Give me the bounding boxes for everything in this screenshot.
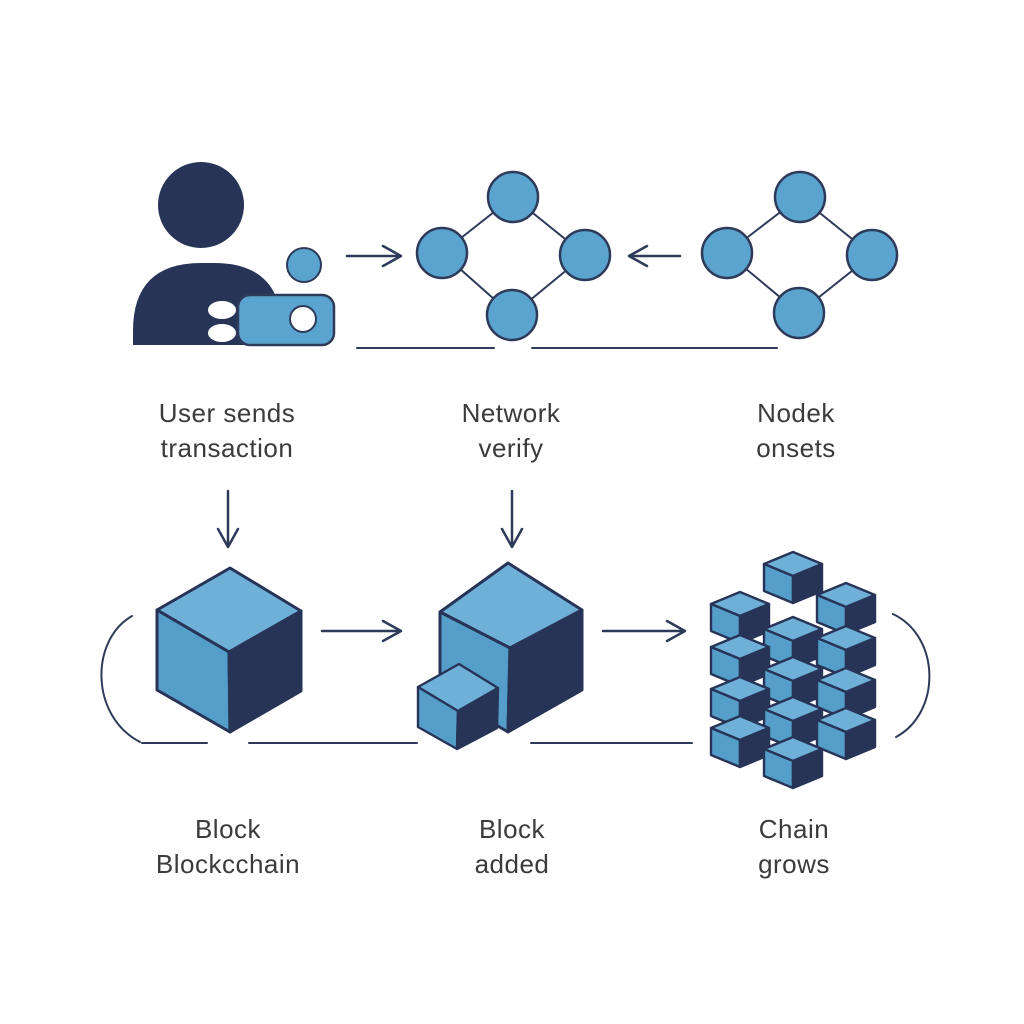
- cube-right-face: [227, 609, 303, 734]
- label-chain-grows: Chain grows: [624, 812, 964, 882]
- left-arc-decoration: [100, 615, 141, 743]
- network-edges: [441, 196, 586, 316]
- right-arc-decoration: [892, 613, 931, 738]
- arrow-down-to-block-icon: [216, 489, 240, 549]
- arrow-block-to-added-icon: [320, 619, 403, 643]
- label-line: verify: [478, 433, 544, 463]
- label-line: Block: [194, 814, 262, 844]
- small-added-cube-icon: [416, 662, 500, 751]
- button-dot-icon: [208, 301, 236, 319]
- transaction-card-icon: [236, 293, 336, 347]
- button-dot-icon: [208, 324, 236, 342]
- network-node: [773, 170, 827, 224]
- arrow-nodes-to-network-icon: [627, 244, 682, 268]
- label-line: User sends: [158, 398, 296, 428]
- network-nodes-icon: [700, 170, 899, 340]
- network-node: [415, 226, 469, 280]
- block-added-cubes-icon: [416, 561, 584, 751]
- label-line: Block: [478, 814, 546, 844]
- arrow-down-to-block-added-icon: [500, 489, 524, 549]
- network-node: [485, 288, 539, 342]
- cluster-cube-face: [844, 718, 877, 761]
- user-sends-icon: [133, 162, 336, 347]
- arrow-user-to-network-icon: [345, 244, 403, 268]
- label-line: added: [474, 849, 550, 879]
- card-dot-icon: [289, 305, 317, 333]
- chain-cubes-icon: [709, 550, 877, 790]
- label-line: Blockcchain: [155, 849, 301, 879]
- network-node: [845, 228, 899, 282]
- network-edges: [726, 196, 873, 314]
- network-node: [558, 228, 612, 282]
- label-line: transaction: [160, 433, 294, 463]
- network-node: [486, 170, 540, 224]
- label-network-verify: Network verify: [341, 396, 681, 466]
- label-block-blockchain: Block Blockcchain: [58, 812, 398, 882]
- cube-right-face: [455, 686, 500, 751]
- cluster-cube-face: [791, 747, 824, 790]
- label-nodes: Nodek onsets: [626, 396, 966, 466]
- label-block-added: Block added: [342, 812, 682, 882]
- block-cube-icon: [155, 566, 303, 734]
- network-nodes-icon: [415, 170, 612, 342]
- label-line: Chain: [758, 814, 830, 844]
- cube-right-face: [506, 608, 584, 734]
- label-user-sends-transaction: User sends transaction: [57, 396, 397, 466]
- network-node: [772, 286, 826, 340]
- label-line: grows: [758, 849, 830, 879]
- cluster-cube-face: [791, 562, 824, 605]
- coin-icon: [286, 247, 322, 283]
- label-line: Network: [461, 398, 561, 428]
- label-line: onsets: [756, 433, 836, 463]
- user-head-icon: [158, 162, 244, 248]
- network-node: [700, 226, 754, 280]
- arrow-added-to-chain-icon: [601, 619, 687, 643]
- label-line: Nodek: [757, 398, 835, 428]
